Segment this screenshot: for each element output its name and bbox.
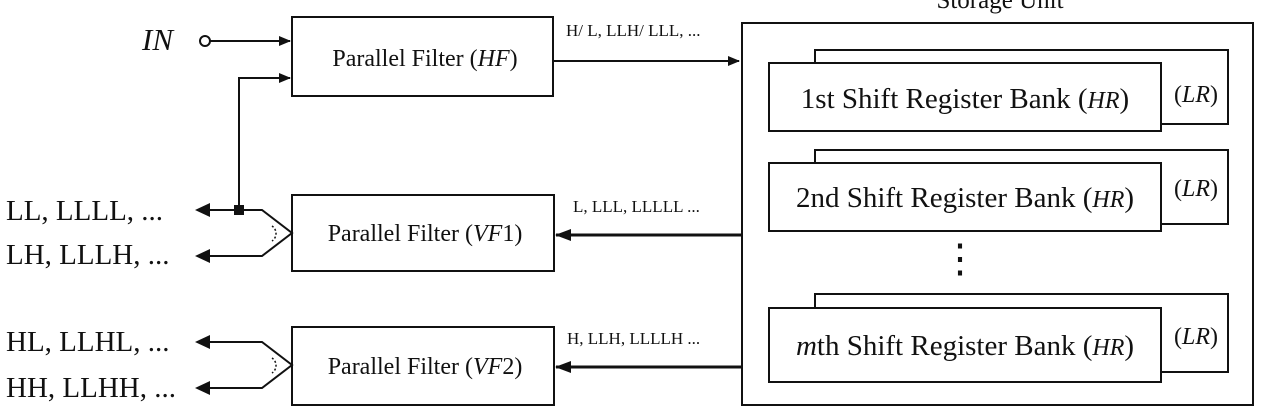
- output-hh-arrowhead: [195, 381, 210, 395]
- shift-register-bank-1: 1st Shift Register Bank (HR) (LR): [768, 49, 1229, 132]
- parallel-filter-vf2-label: Parallel Filter (VF2): [328, 354, 523, 380]
- lr-label: (LR): [1174, 82, 1218, 108]
- bank-label: 1st Shift Register Bank (HR): [801, 83, 1129, 115]
- parallel-filter-hf-label: Parallel Filter (HF): [332, 46, 517, 72]
- output-ll-label: LL, LLLL, ...: [6, 195, 163, 227]
- storage-to-vf2-signal: H, LLH, LLLLH ...: [567, 329, 700, 348]
- hr-box: [768, 307, 1162, 383]
- bank-label: 2nd Shift Register Bank (HR): [796, 182, 1134, 214]
- output-ll-arrowhead: [195, 203, 210, 217]
- ellipsis-dots: ⋮: [940, 236, 980, 281]
- output-hh-label: HH, LLHH, ...: [6, 372, 176, 404]
- lr-label: (LR): [1174, 324, 1218, 350]
- bank-label: mth Shift Register Bank (HR): [796, 330, 1134, 362]
- shift-register-bank-m: mth Shift Register Bank (HR) (LR): [768, 293, 1229, 383]
- output-hl-arrowhead: [195, 335, 210, 349]
- output-hl-label: HL, LLHL, ...: [6, 326, 170, 358]
- parallel-filter-vf2: [291, 326, 555, 406]
- hr-box: [768, 62, 1162, 132]
- vf1-splitter: [197, 209, 294, 257]
- input-terminal: [199, 35, 211, 47]
- output-lh-arrowhead: [195, 249, 210, 263]
- hf-to-storage-signal: H/ L, LLH/ LLL, ...: [566, 21, 701, 40]
- hr-box: [768, 162, 1162, 232]
- parallel-filter-vf1: [291, 194, 555, 272]
- input-label: IN: [141, 22, 175, 57]
- parallel-filter-vf1-label: Parallel Filter (VF1): [328, 221, 523, 247]
- feedback-line: [238, 73, 291, 210]
- output-lh-label: LH, LLLH, ...: [6, 239, 170, 271]
- vf2-splitter: [197, 341, 294, 389]
- shift-register-bank-2: 2nd Shift Register Bank (HR) (LR): [768, 149, 1229, 232]
- lr-label: (LR): [1174, 176, 1218, 202]
- storage-to-vf1-signal: L, LLL, LLLLL ...: [573, 197, 700, 216]
- storage-unit-title: Storage Unit: [936, 0, 1063, 14]
- parallel-filter-hf: [291, 16, 554, 97]
